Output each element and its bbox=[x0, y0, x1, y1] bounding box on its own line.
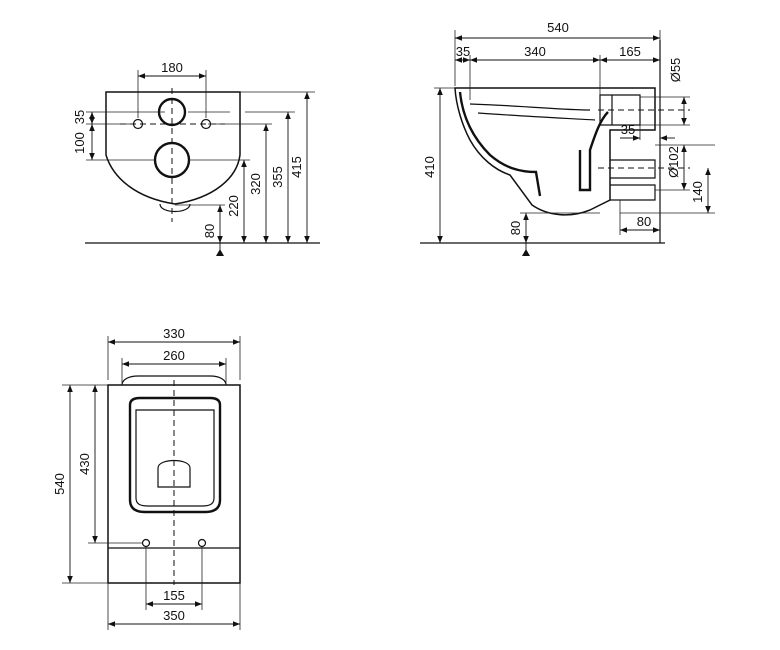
seat-outline bbox=[128, 396, 222, 514]
dim-260: 260 bbox=[163, 348, 185, 363]
dim-165: 165 bbox=[619, 44, 641, 59]
dim-220: 220 bbox=[226, 195, 241, 217]
front-bowl-foot bbox=[159, 203, 191, 213]
dim-430: 430 bbox=[77, 453, 92, 475]
dim-410: 410 bbox=[422, 156, 437, 178]
top-front-rim bbox=[121, 375, 227, 386]
side-bowl-outline bbox=[454, 87, 656, 216]
top-fixing-left bbox=[141, 538, 151, 548]
outlet-lower bbox=[610, 184, 656, 201]
trap-curve bbox=[578, 111, 609, 192]
dim-540-side: 540 bbox=[547, 20, 569, 35]
dim-80-front: 80 bbox=[202, 224, 217, 238]
top-fixing-right bbox=[197, 538, 207, 548]
front-bowl-outline bbox=[105, 91, 241, 205]
bowl-inner-curve bbox=[458, 91, 542, 197]
dim-100-front: 100 bbox=[72, 132, 87, 154]
dim-35-mid: 35 bbox=[621, 122, 635, 137]
dim-35-top: 35 bbox=[456, 44, 470, 59]
dim-35-front: 35 bbox=[72, 110, 87, 124]
dim-540-top: 540 bbox=[52, 473, 67, 495]
dim-155: 155 bbox=[163, 588, 185, 603]
dim-140: 140 bbox=[690, 181, 705, 203]
side-view: 540 35 340 165 Ø55 35 Ø102 140 410 bbox=[420, 20, 715, 256]
dim-415: 415 bbox=[289, 156, 304, 178]
dim-hole-spacing: 180 bbox=[161, 60, 183, 75]
front-view: 180 35 100 220 320 355 415 80 bbox=[72, 60, 320, 256]
top-view: 330 260 540 430 155 350 bbox=[52, 326, 241, 630]
dim-80-side-left: 80 bbox=[508, 221, 523, 235]
dim-330: 330 bbox=[163, 326, 185, 341]
water-line bbox=[477, 112, 596, 121]
dim-340: 340 bbox=[524, 44, 546, 59]
bowl-opening bbox=[157, 459, 191, 488]
dim-dia55: Ø55 bbox=[668, 58, 683, 83]
dim-355: 355 bbox=[270, 166, 285, 188]
dim-320: 320 bbox=[248, 173, 263, 195]
rim-line bbox=[469, 103, 591, 111]
dim-dia102: Ø102 bbox=[666, 146, 681, 178]
dim-80-side-right: 80 bbox=[637, 214, 651, 229]
outlet-pipe bbox=[610, 159, 656, 179]
dim-350: 350 bbox=[163, 608, 185, 623]
seat-inner bbox=[135, 409, 215, 507]
